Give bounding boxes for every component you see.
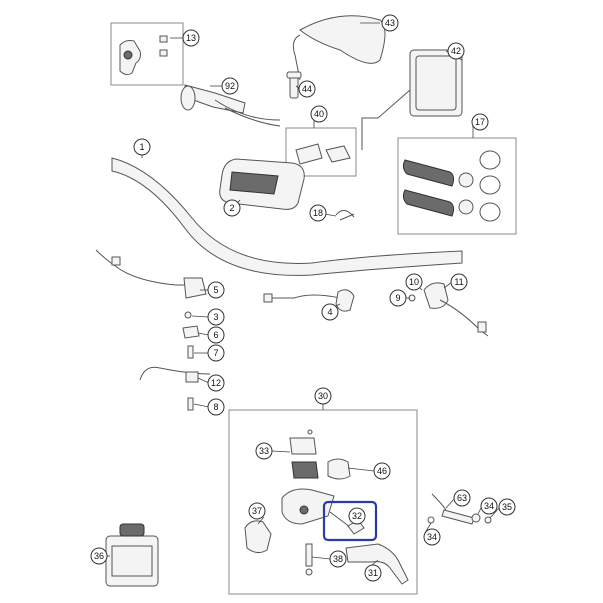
callout-9-label: 9 bbox=[395, 293, 400, 303]
part-3-6-7-small-parts bbox=[182, 311, 200, 359]
callout-11: 11 bbox=[450, 273, 468, 291]
callout-37: 37 bbox=[248, 502, 266, 520]
callout-42-label: 42 bbox=[451, 46, 461, 56]
callout-8: 8 bbox=[207, 398, 225, 416]
callout-12: 12 bbox=[207, 374, 225, 392]
callout-38-label: 38 bbox=[333, 554, 343, 564]
part-92-throttle-assembly bbox=[180, 84, 281, 127]
callout-33: 33 bbox=[255, 442, 273, 460]
callout-34-bottom-label: 34 bbox=[427, 532, 437, 542]
callout-5-label: 5 bbox=[213, 285, 218, 295]
callout-4-label: 4 bbox=[327, 307, 332, 317]
callout-2: 2 bbox=[223, 199, 241, 217]
callout-36-label: 36 bbox=[94, 551, 104, 561]
part-2-handlebar-pad bbox=[219, 158, 305, 210]
callout-43-label: 43 bbox=[385, 18, 395, 28]
callout-3: 3 bbox=[207, 308, 225, 326]
part-43-mirror bbox=[292, 15, 386, 81]
callout-46-label: 46 bbox=[377, 466, 387, 476]
callout-34-bottom: 34 bbox=[423, 528, 441, 546]
callout-1: 1 bbox=[133, 138, 151, 156]
part-10-11-right-switch bbox=[408, 282, 489, 337]
callout-92: 92 bbox=[221, 77, 239, 95]
callout-2-label: 2 bbox=[229, 203, 234, 213]
callout-35-label: 35 bbox=[502, 502, 512, 512]
callout-17-label: 17 bbox=[475, 117, 485, 127]
callout-3-label: 3 bbox=[213, 312, 218, 322]
part-5-switch bbox=[95, 249, 207, 299]
part-1-handlebar bbox=[111, 157, 463, 276]
callout-46: 46 bbox=[373, 462, 391, 480]
callout-17: 17 bbox=[471, 113, 489, 131]
callout-32: 32 bbox=[348, 507, 366, 525]
part-42-mirror bbox=[361, 49, 463, 150]
callout-44-label: 44 bbox=[302, 84, 312, 94]
callout-43: 43 bbox=[381, 14, 399, 32]
callout-18: 18 bbox=[309, 204, 327, 222]
callout-33-label: 33 bbox=[259, 446, 269, 456]
callout-44: 44 bbox=[298, 80, 316, 98]
callout-34-top-label: 34 bbox=[484, 501, 494, 511]
callout-10-label: 10 bbox=[409, 277, 419, 287]
callout-13: 13 bbox=[182, 29, 200, 47]
callout-31: 31 bbox=[364, 564, 382, 582]
callout-10: 10 bbox=[405, 273, 423, 291]
callout-5: 5 bbox=[207, 281, 225, 299]
callout-12-label: 12 bbox=[211, 378, 221, 388]
callout-40-label: 40 bbox=[314, 109, 324, 119]
callout-7-label: 7 bbox=[213, 348, 218, 358]
part-36-brake-fluid-bottle bbox=[105, 523, 159, 587]
part-37-lever-guard bbox=[244, 520, 272, 554]
callout-37-label: 37 bbox=[252, 506, 262, 516]
callout-1-label: 1 bbox=[139, 142, 144, 152]
callout-9: 9 bbox=[389, 289, 407, 307]
callout-6: 6 bbox=[207, 326, 225, 344]
callout-30-label: 30 bbox=[318, 391, 328, 401]
part-33-reservoir-cap bbox=[289, 429, 319, 479]
part-46-clamp bbox=[327, 458, 351, 480]
part-12-clutch-switch bbox=[139, 366, 211, 411]
callout-35: 35 bbox=[498, 498, 516, 516]
part-13-lever-clamp bbox=[110, 22, 184, 86]
callout-63: 63 bbox=[453, 489, 471, 507]
part-4-kill-switch bbox=[263, 289, 355, 312]
callout-31-label: 31 bbox=[368, 568, 378, 578]
callout-13-label: 13 bbox=[186, 33, 196, 43]
part-44-adapter bbox=[286, 71, 302, 99]
callout-32-label: 32 bbox=[352, 511, 362, 521]
callout-40: 40 bbox=[310, 105, 328, 123]
callout-7: 7 bbox=[207, 344, 225, 362]
part-38-pin bbox=[305, 543, 313, 576]
callout-8-label: 8 bbox=[213, 402, 218, 412]
callout-11-label: 11 bbox=[454, 277, 463, 287]
highlight-box-32 bbox=[322, 500, 378, 542]
callout-4: 4 bbox=[321, 303, 339, 321]
callout-92-label: 92 bbox=[225, 81, 235, 91]
part-18-cable-tie bbox=[335, 210, 355, 221]
part-master-cylinder bbox=[281, 488, 335, 525]
callout-63-label: 63 bbox=[457, 493, 467, 503]
callout-36: 36 bbox=[90, 547, 108, 565]
callout-38: 38 bbox=[329, 550, 347, 568]
callout-30: 30 bbox=[314, 387, 332, 405]
callout-6-label: 6 bbox=[213, 330, 218, 340]
callout-18-label: 18 bbox=[313, 208, 323, 218]
callout-42: 42 bbox=[447, 42, 465, 60]
part-17-grips bbox=[397, 137, 517, 235]
callout-34-top: 34 bbox=[480, 497, 498, 515]
part-63-34-35-fittings bbox=[427, 493, 492, 525]
part-40-mirror-clamp bbox=[285, 127, 357, 177]
